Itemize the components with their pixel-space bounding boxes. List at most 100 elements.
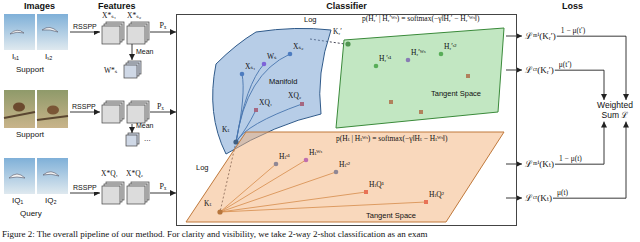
edge-label: Pₓ (159, 183, 168, 192)
tangent-plane-path (186, 132, 504, 222)
tangent-plane: Tangent Space (186, 132, 506, 224)
column-header: Features (98, 1, 136, 11)
point-label: Kᵣ′ (333, 28, 342, 37)
ellipsis: ... (144, 134, 151, 143)
point-label: Hᵣ′ˢ² (444, 43, 457, 52)
connector (70, 32, 100, 33)
image-group: Iₛ₁Iₛ₂Support (4, 12, 70, 78)
point-label: Xₛ₁ (245, 63, 256, 72)
loss-term: ℒᵐⁱ(Kₜ) (524, 158, 555, 170)
figure-caption: Figure 2: The overall pipeline of our me… (2, 229, 427, 239)
node-text: Tangent Space (431, 90, 481, 99)
query-photo (4, 158, 35, 194)
flow-arrow (506, 164, 522, 165)
support-photo (4, 14, 35, 50)
flow-arrow (132, 124, 133, 133)
point-label: Hₜᵂˢ (309, 149, 322, 158)
query-photo (37, 158, 68, 194)
loss-arrows (506, 36, 522, 198)
point-label: HₜQ² (429, 191, 444, 200)
node-text: ℒᶜʳ(Kₜ) (524, 192, 553, 204)
bird-figure (47, 106, 59, 115)
column-header: Images (24, 1, 55, 11)
node-text: Weighted Sum ℒ (594, 100, 636, 122)
bird-figure (13, 103, 25, 112)
support-photo (4, 90, 35, 128)
flow-arrow (70, 112, 100, 113)
connector (555, 122, 604, 165)
point-label: Hₜˢ² (339, 161, 350, 170)
point-label: Wₛ (267, 53, 277, 62)
edge-label: RSSPP (72, 184, 98, 192)
feature-group: X*Q₁X*Q₂ (100, 170, 150, 206)
bird-figure (9, 174, 25, 178)
connector (150, 193, 176, 194)
map-label: Log (304, 16, 317, 25)
node-text: ℒᵐⁱ(Kₜ) (524, 158, 555, 170)
feature-map (102, 22, 149, 44)
feature-layer (127, 186, 145, 204)
node-text: Iₛ₁ (12, 52, 19, 61)
node-text: IQ₂ (45, 196, 57, 205)
flow-arrow (506, 70, 522, 71)
formula: p(Hₜ | Hₜᵂˢ) = softmax(−γ‖Hₜ − Hₜᵂˢ‖) (336, 135, 447, 144)
connector (70, 193, 100, 194)
node-text: Tangent Space (366, 212, 416, 221)
loss-term: ℒᶜʳ(Kₜ) (524, 192, 553, 204)
feature-layer (102, 105, 120, 123)
branch (4, 112, 35, 118)
node-text: W*ₛ (104, 67, 117, 76)
point-label: Xₛ₂ (293, 43, 304, 52)
point-label: Kₜ (222, 126, 229, 135)
prototype-map (124, 61, 141, 78)
node-text: X*ₛ₁ (102, 12, 116, 21)
point-label: Hᵣ′ᵂˢ (411, 49, 426, 58)
image-group: IQ₁IQ₂Query (4, 156, 70, 222)
feature-map (102, 101, 149, 123)
formula: p(Hᵣ′ | Hᵣ′ᵂˢ) = softmax(−γ‖Hᵣ′ − Hᵣ′ᵂˢ‖… (362, 15, 479, 24)
edge-label: Mean (135, 48, 155, 56)
flow-arrow (506, 198, 522, 199)
flow-arrow (150, 112, 176, 113)
node-text: Iₛ₂ (45, 52, 52, 61)
operation-label: Pₓ (157, 102, 164, 111)
loss-term: ℒᶜʳ(Kᵣ′) (524, 64, 555, 76)
image-group: Support (4, 88, 70, 144)
prototype-box: W*ₛ (104, 60, 144, 84)
node-text: ℒᵐⁱ(Kᵣ′) (524, 30, 557, 42)
feature-layer (102, 26, 120, 44)
node-text: X*Q₂ (126, 170, 143, 179)
feature-layer (127, 26, 145, 44)
point-label: HₜQ¹ (369, 181, 384, 190)
node-text: Support (16, 130, 44, 139)
node-text: Classifier (176, 1, 517, 11)
feature-group: X*ₛ₁ X*ₛ₂ (100, 12, 150, 44)
node-text: Query (20, 209, 42, 218)
column-header: Loss (562, 1, 583, 11)
feature-layer (126, 135, 137, 146)
operation-label: Mean (136, 122, 154, 130)
feature-layer (127, 105, 145, 123)
bird-figure (43, 172, 59, 176)
connector (555, 70, 604, 100)
edge-label: 1 − μ(t′) (560, 27, 586, 35)
feature-layer (102, 186, 120, 204)
point-label: XQ₂ (288, 92, 301, 101)
branch (37, 116, 68, 120)
edge-label: μ(t) (556, 189, 569, 197)
connector (553, 122, 626, 199)
point-label: XQ₁ (259, 99, 272, 108)
weighted-sum: Weighted Sum ℒ (594, 100, 636, 122)
point-label: Kₜ (204, 200, 211, 209)
node-text: X*ₛ₂ (127, 12, 141, 21)
bird-figure (10, 30, 24, 34)
tangent-plane-outline (336, 28, 506, 128)
map-label: Log (196, 164, 209, 173)
node-text: ℒᶜʳ(Kᵣ′) (524, 64, 555, 76)
tangent-plane-path (336, 28, 504, 128)
node-text: Manifold (269, 78, 297, 87)
edge-label: Pₓ (159, 22, 168, 31)
edge-label: μ(t′) (558, 61, 573, 69)
prototype-map (126, 133, 139, 146)
